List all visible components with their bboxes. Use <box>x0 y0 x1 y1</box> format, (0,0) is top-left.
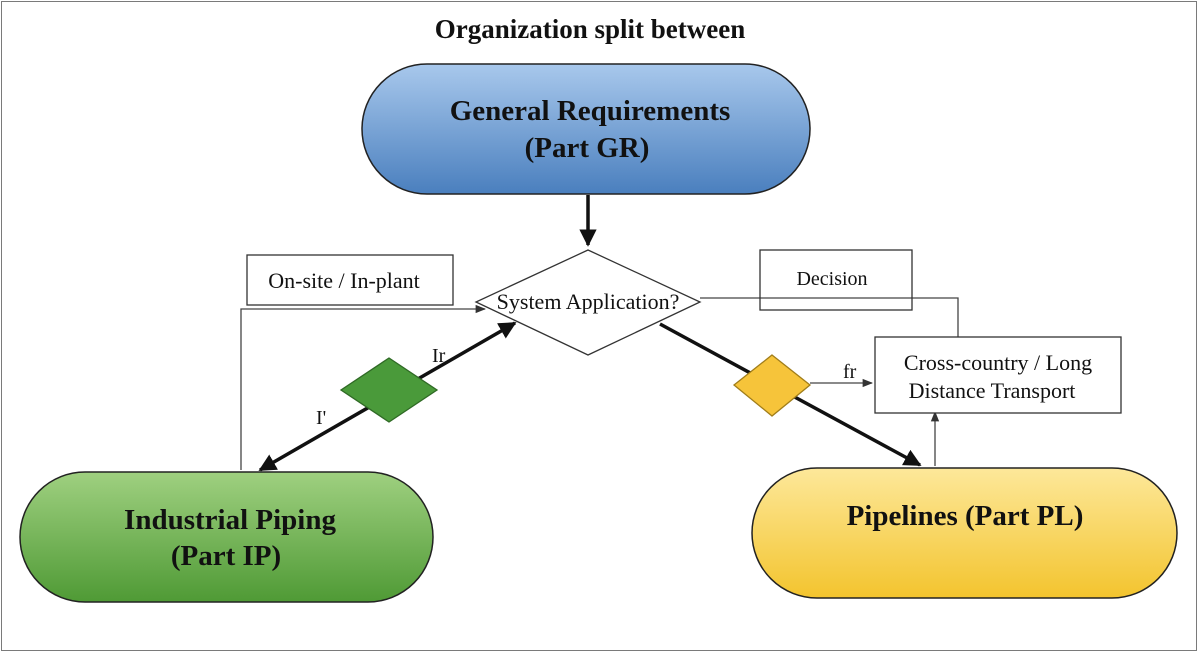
pill-pipelines <box>751 467 1178 599</box>
gr-line1: General Requirements <box>450 95 731 127</box>
connector-ip-to-system <box>240 304 487 470</box>
diagram-title: Organization split between <box>435 14 746 44</box>
decision-label: Decision <box>796 268 867 290</box>
yellow-diamond <box>732 354 812 417</box>
node-industrial-piping: Industrial Piping (Part IP) <box>19 471 434 603</box>
thin-connectors <box>240 297 963 470</box>
cross-country-line2: Distance Transport <box>909 378 1076 403</box>
node-general-requirements: General Requirements (Part GR) <box>361 63 811 195</box>
pl-line1: Pipelines (Part PL) <box>847 500 1084 532</box>
label-right: fr <box>843 361 857 383</box>
box-decision <box>759 249 913 311</box>
connector-system-to-crosscountry <box>700 297 963 352</box>
box-on-site <box>246 254 454 306</box>
node-system-application: System Application? <box>474 249 702 356</box>
label-left-lower: I' <box>316 407 326 429</box>
node-pipelines: Pipelines (Part PL) <box>751 467 1178 599</box>
pill-general-requirements <box>361 63 811 195</box>
pill-industrial-piping <box>19 471 434 603</box>
ip-line2: (Part IP) <box>171 540 281 572</box>
box-cross-country <box>874 336 1122 414</box>
node-on-site: On-site / In-plant <box>246 254 454 306</box>
label-left-upper: Ir <box>432 345 446 367</box>
on-site-label: On-site / In-plant <box>268 268 420 293</box>
ip-line1: Industrial Piping <box>124 504 336 536</box>
system-application-label: System Application? <box>497 289 680 314</box>
diamond-system-application <box>474 249 702 356</box>
node-decision: Decision <box>759 249 913 311</box>
cross-country-line1: Cross-country / Long <box>904 350 1092 375</box>
gr-line2: (Part GR) <box>525 132 650 164</box>
green-diamond <box>339 357 439 423</box>
node-cross-country: Cross-country / Long Distance Transport <box>874 336 1122 414</box>
